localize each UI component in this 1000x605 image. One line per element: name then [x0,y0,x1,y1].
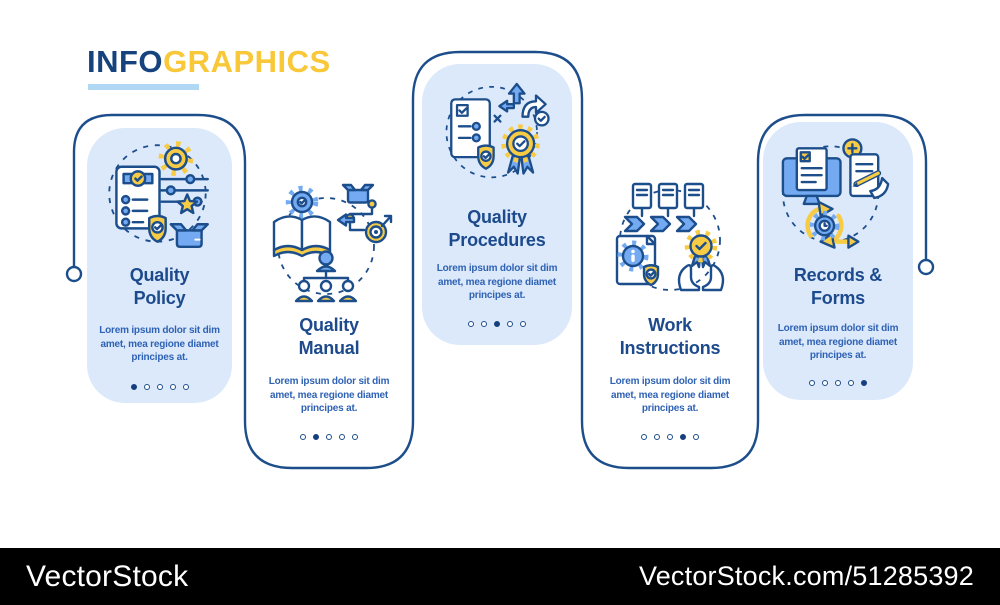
dot [822,380,828,386]
dot [861,380,867,386]
watermark-brand: VectorStock [26,559,189,593]
card-body-text: Lorem ipsum dolor sit dim amet, mea regi… [268,376,390,414]
card-title-line2: Forms [810,288,865,308]
dot [641,434,647,440]
dot [352,434,358,440]
quality-manual-icon [272,183,393,303]
card-title-line1: Quality [129,265,190,285]
page-title-secondary: GRAPHICS [163,44,331,79]
work-instructions-icon [615,182,725,292]
card-body-text: Lorem ipsum dolor sit dim amet, mea regi… [99,325,220,363]
dot [835,380,841,386]
pagination-dots [585,434,755,440]
quality-procedures-icon [445,82,550,179]
watermark-bar: VectorStock VectorStock.com/51285392 [0,548,1000,605]
right-endpoint-node [917,258,935,276]
dot [507,321,513,327]
watermark-url: VectorStock.com/51285392 [638,561,974,591]
left-endpoint-node [65,265,83,283]
card-title: Records & Forms [763,264,913,310]
quality-policy-icon [108,141,209,249]
card-title-line1: Quality [467,207,527,227]
page-title-primary: INFO [87,44,164,79]
card-title-line1: Records & [793,265,883,285]
dot [300,434,306,440]
dot [809,380,815,386]
card-title-line1: Work [648,315,692,335]
dot [130,384,137,390]
pagination-dots [422,321,572,327]
card-title-line2: Manual [298,338,360,358]
card-background-quality-procedures [422,64,572,345]
dot [494,321,500,327]
connector-snake-line [65,50,935,470]
card-title-line2: Policy [133,288,186,308]
dot [339,434,345,440]
card-body-text: Lorem ipsum dolor sit dim amet, mea regi… [777,323,899,361]
dot [520,321,526,327]
dot [182,384,189,390]
card-title: Quality Manual [244,314,414,360]
dot [680,434,686,440]
card-body-text: Lorem ipsum dolor sit dim amet, mea regi… [609,376,731,414]
card-title: Quality Policy [87,264,232,310]
dot [468,321,474,327]
records-forms-icon [781,138,890,249]
dot [143,384,150,390]
card-title-line2: Instructions [619,338,721,358]
title-underline-bar [88,84,199,90]
card-title: Work Instructions [585,314,755,360]
pagination-dots [87,384,232,390]
dot [326,434,332,440]
dot [848,380,854,386]
card-title-line2: Procedures [448,230,546,250]
dot [654,434,660,440]
dot [313,434,319,440]
dot [667,434,673,440]
card-title-line1: Quality [299,315,359,335]
dot [693,434,699,440]
dot [481,321,487,327]
dot [156,384,163,390]
pagination-dots [244,434,414,440]
page-title: INFOGRAPHICS [87,44,331,80]
card-title: Quality Procedures [422,206,572,252]
dot [169,384,176,390]
pagination-dots [763,380,913,386]
card-body-text: Lorem ipsum dolor sit dim amet, mea regi… [436,263,558,301]
